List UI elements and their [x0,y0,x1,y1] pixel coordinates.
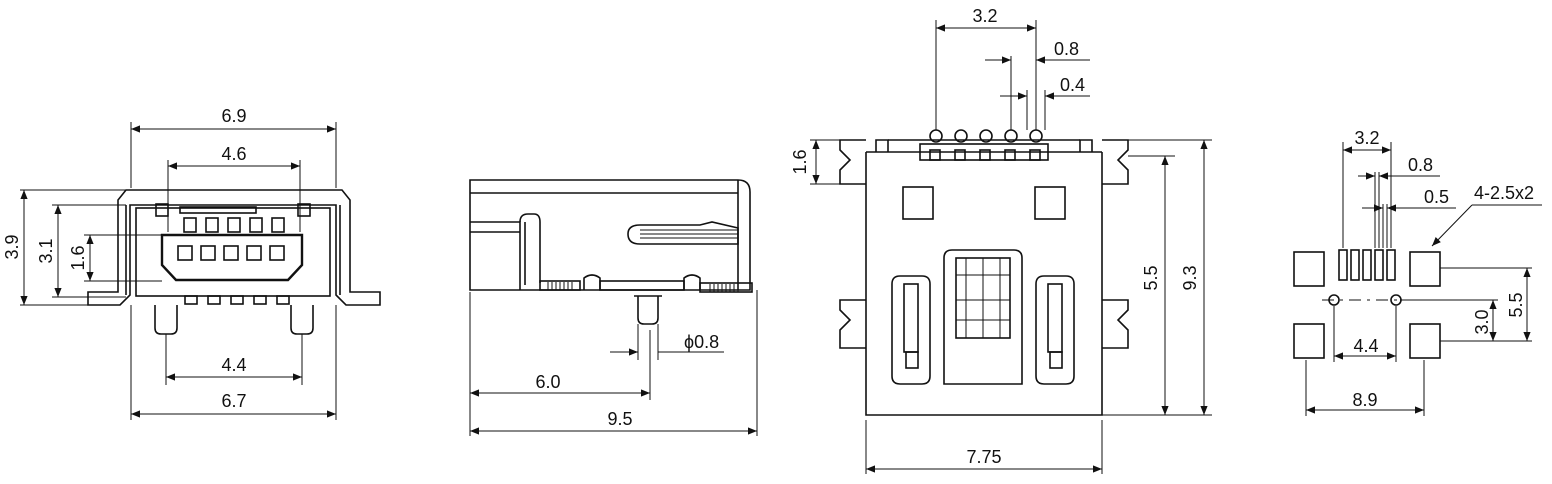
dim-pad-vertical-span: 5.5 [1506,292,1526,317]
dim-pad-pitch: 0.8 [1408,155,1433,175]
dim-front-body-height: 3.1 [36,238,56,263]
dim-pad-hole-span: 4.4 [1353,336,1378,356]
dim-pad-row-offset: 3.0 [1472,309,1492,334]
dim-front-top-width: 6.9 [221,106,246,126]
dim-top-width: 7.75 [966,447,1001,467]
dim-top-total-length: 9.3 [1180,265,1200,290]
dim-front-port-height: 1.6 [68,245,88,270]
dim-top-tab-height: 1.6 [790,149,810,174]
dim-side-peg-offset: 6.0 [535,372,560,392]
top-view: 3.2 0.8 0.4 1.6 5.5 9.3 7.75 [790,6,1212,474]
dim-front-inner-width: 4.6 [221,144,246,164]
dim-top-pitch: 0.8 [1054,39,1079,59]
dim-side-length: 9.5 [607,409,632,429]
dim-front-pin-span: 4.4 [221,355,246,375]
dim-front-height: 3.9 [2,234,22,259]
dim-pad-total-width: 8.9 [1352,390,1377,410]
dim-pad-pin-span: 3.2 [1354,128,1379,148]
pad-layout: 3.2 0.8 0.5 4-2.5x2 4.4 8.9 3.0 5.5 [1293,128,1542,416]
dim-pad-size-note: 4-2.5x2 [1474,183,1534,203]
dim-top-body-length: 5.5 [1141,265,1161,290]
front-view: 6.9 4.6 3.9 3.1 1.6 4.4 6.7 [2,106,381,420]
dim-top-pin-width: 0.4 [1060,75,1085,95]
dim-pad-width: 0.5 [1424,187,1449,207]
dim-side-peg-diameter: ϕ0.8 [684,332,719,352]
dim-top-pin-span: 3.2 [972,6,997,26]
side-view: ϕ0.8 6.0 9.5 [469,179,758,436]
dim-front-bottom-width: 6.7 [221,391,246,411]
